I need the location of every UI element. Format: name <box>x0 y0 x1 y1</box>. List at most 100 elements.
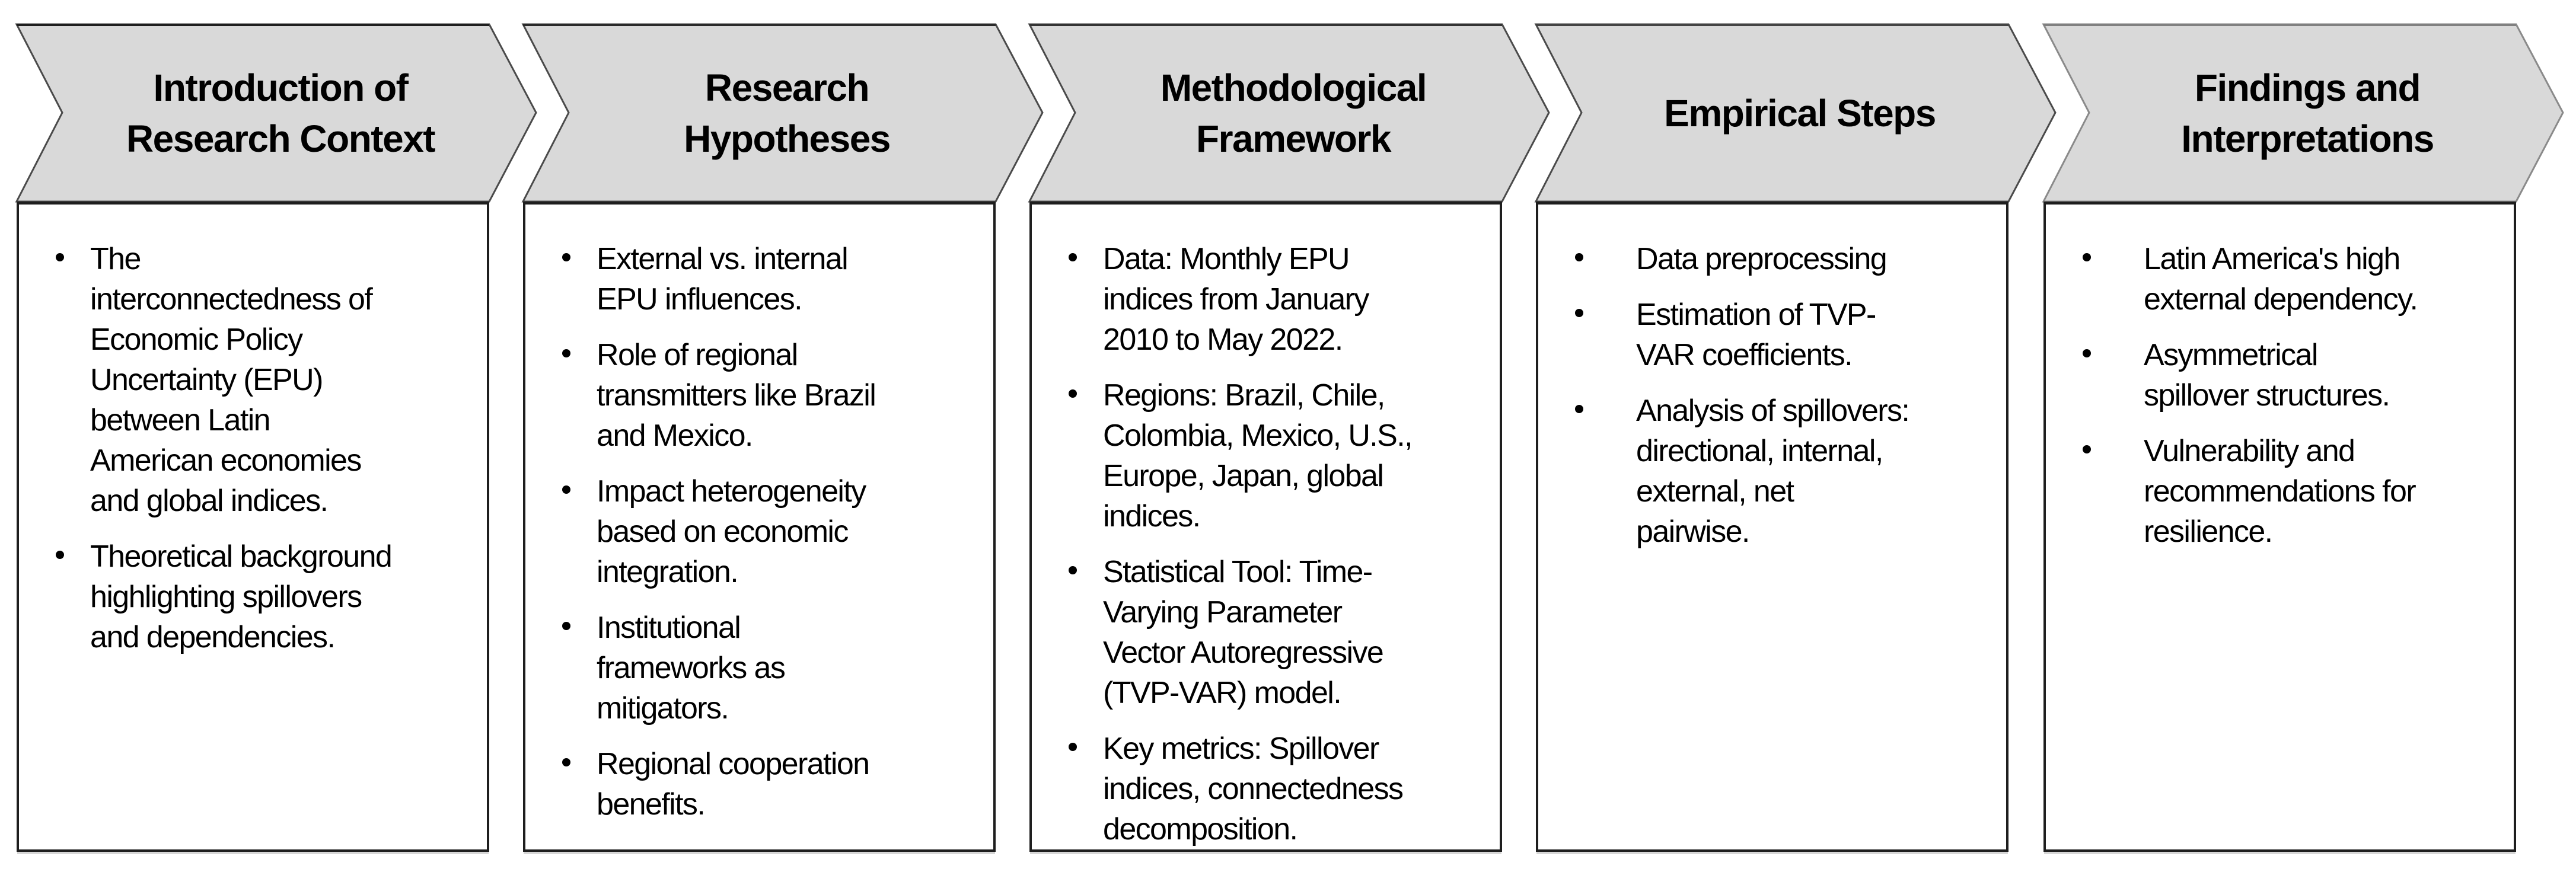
stage-empirical-steps: Empirical Steps Data preprocessing Estim… <box>1534 0 2070 869</box>
stage-title: Methodological Framework <box>1065 24 1522 202</box>
bullet-line: highlighting spillovers <box>90 580 362 614</box>
bullet-icon <box>1575 309 1583 317</box>
bullet-item: External vs. internal EPU influences. <box>525 239 993 320</box>
bullet-line: Europe, Japan, global <box>1103 459 1384 493</box>
bullet-line: VAR coefficients. <box>1636 338 1853 372</box>
bullet-line: indices from January <box>1103 282 1369 317</box>
bullet-line: spillover structures. <box>2144 378 2390 413</box>
bullet-list: Data preprocessing Estimation of TVP- VA… <box>1538 239 2006 567</box>
bullet-text: Institutional frameworks as mitigators. <box>597 608 993 729</box>
stage-content-box: Data: Monthly EPU indices from January 2… <box>1029 202 1502 852</box>
bullet-line: Theoretical background <box>90 539 393 574</box>
bullet-line: Estimation of TVP- <box>1636 298 1876 332</box>
bullet-line: integration. <box>597 555 739 589</box>
bullet-icon <box>1069 743 1077 751</box>
bullet-list: Data: Monthly EPU indices from January 2… <box>1032 239 1500 865</box>
bullet-text: Data preprocessing <box>1636 239 2006 279</box>
bullet-line: Colombia, Mexico, U.S., <box>1103 418 1413 453</box>
bullet-item: Data: Monthly EPU indices from January 2… <box>1032 239 1500 360</box>
bullet-line: and Mexico. <box>597 418 753 453</box>
bullet-text: Analysis of spillovers: directional, int… <box>1636 391 2006 552</box>
bullet-item: Data preprocessing <box>1538 239 2006 279</box>
chevron-arrow-shape <box>1028 23 1550 203</box>
bullet-text: Regional cooperation benefits. <box>597 744 993 825</box>
bullet-item: Theoretical background highlighting spil… <box>19 536 487 657</box>
bullet-item: Vulnerability and recommendations for re… <box>2046 431 2514 552</box>
bullet-line: between Latin <box>90 403 271 437</box>
bullet-list: External vs. internal EPU influences. Ro… <box>525 239 993 840</box>
bullet-line: 2010 to May 2022. <box>1103 322 1343 357</box>
stage-introduction-of-research-context: Introduction of Research Context The int… <box>15 0 550 869</box>
bullet-text: Theoretical background highlighting spil… <box>90 536 487 657</box>
bullet-item: Regional cooperation benefits. <box>525 744 993 825</box>
bullet-line: mitigators. <box>597 691 729 726</box>
bullet-text: Vulnerability and recommendations for re… <box>2144 431 2514 552</box>
bullet-item: Impact heterogeneity based on economic i… <box>525 471 993 592</box>
bullet-line: Regional cooperation <box>597 747 870 781</box>
bullet-icon <box>562 758 570 766</box>
bullet-text: Data: Monthly EPU indices from January 2… <box>1103 239 1500 360</box>
bullet-text: Asymmetrical spillover structures. <box>2144 335 2514 416</box>
bullet-icon <box>1575 253 1583 261</box>
bullet-item: Estimation of TVP- VAR coefficients. <box>1538 295 2006 375</box>
bullet-icon <box>562 253 570 261</box>
bullet-line: Key metrics: Spillover <box>1103 731 1379 766</box>
bullet-item: Role of regional transmitters like Brazi… <box>525 335 993 456</box>
chevron-arrow-shape <box>2042 23 2564 203</box>
bullet-line: Data: Monthly EPU <box>1103 242 1350 276</box>
chevron-arrow-shape <box>1534 23 2057 203</box>
bullet-icon <box>56 551 64 559</box>
bullet-item: Asymmetrical spillover structures. <box>2046 335 2514 416</box>
bullet-icon <box>1575 405 1583 413</box>
stage-header-chevron: Research Hypotheses <box>521 0 1057 213</box>
bullet-line: The <box>90 242 141 276</box>
bullet-line: Varying Parameter <box>1103 595 1343 630</box>
bullet-line: interconnectedness of <box>90 282 373 317</box>
bullet-line: Latin America's high <box>2144 242 2400 276</box>
bullet-line: Impact heterogeneity <box>597 474 866 509</box>
bullet-item: Statistical Tool: Time- Varying Paramete… <box>1032 552 1500 713</box>
bullet-item: Latin America's high external dependency… <box>2046 239 2514 320</box>
bullet-text: Estimation of TVP- VAR coefficients. <box>1636 295 2006 375</box>
bullet-text: Regions: Brazil, Chile, Colombia, Mexico… <box>1103 375 1500 536</box>
stage-title-line: Findings and <box>2194 66 2421 109</box>
bullet-line: Analysis of spillovers: <box>1636 394 1910 428</box>
bullet-line: Vector Autoregressive <box>1103 635 1384 670</box>
stage-methodological-framework: Methodological Framework Data: Monthly E… <box>1028 0 1563 869</box>
stage-title-line: Research <box>704 66 870 109</box>
bullet-icon <box>562 485 570 494</box>
bullet-line: transmitters like Brazil <box>597 378 876 413</box>
bullet-line: recommendations for <box>2144 474 2416 509</box>
bullet-icon <box>562 622 570 630</box>
bullet-line: and global indices. <box>90 484 329 518</box>
bullet-item: Key metrics: Spillover indices, connecte… <box>1032 729 1500 849</box>
bullet-line: Role of regional <box>597 338 798 372</box>
bullet-icon <box>1069 389 1077 398</box>
stage-title-line: Interpretations <box>2181 117 2434 160</box>
bullet-item: Analysis of spillovers: directional, int… <box>1538 391 2006 552</box>
bullet-line: frameworks as <box>597 651 786 685</box>
bullet-item: The interconnectedness of Economic Polic… <box>19 239 487 521</box>
bullet-icon <box>562 349 570 357</box>
stage-content-box: Latin America's high external dependency… <box>2043 202 2516 852</box>
bullet-item: Regions: Brazil, Chile, Colombia, Mexico… <box>1032 375 1500 536</box>
bullet-icon <box>2083 349 2091 357</box>
bullet-line: benefits. <box>597 787 706 822</box>
stage-research-hypotheses: Research Hypotheses External vs. interna… <box>521 0 1057 869</box>
bullet-line: indices. <box>1103 499 1201 533</box>
stage-content-box: Data preprocessing Estimation of TVP- VA… <box>1536 202 2008 852</box>
bullet-icon <box>1069 253 1077 261</box>
bullet-text: External vs. internal EPU influences. <box>597 239 993 320</box>
stage-header-chevron: Methodological Framework <box>1028 0 1563 213</box>
chevron-arrow-shape <box>521 23 1044 203</box>
bullet-text: Role of regional transmitters like Brazi… <box>597 335 993 456</box>
bullet-line: based on economic <box>597 515 849 549</box>
bullet-line: external dependency. <box>2144 282 2418 317</box>
bullet-line: EPU influences. <box>597 282 803 317</box>
bullet-icon <box>2083 253 2091 261</box>
bullet-line: resilience. <box>2144 515 2273 549</box>
stage-title: Research Hypotheses <box>559 24 1015 202</box>
bullet-text: Latin America's high external dependency… <box>2144 239 2514 320</box>
stage-title-line: Empirical Steps <box>1664 91 1936 135</box>
bullet-line: Uncertainty (EPU) <box>90 363 323 397</box>
